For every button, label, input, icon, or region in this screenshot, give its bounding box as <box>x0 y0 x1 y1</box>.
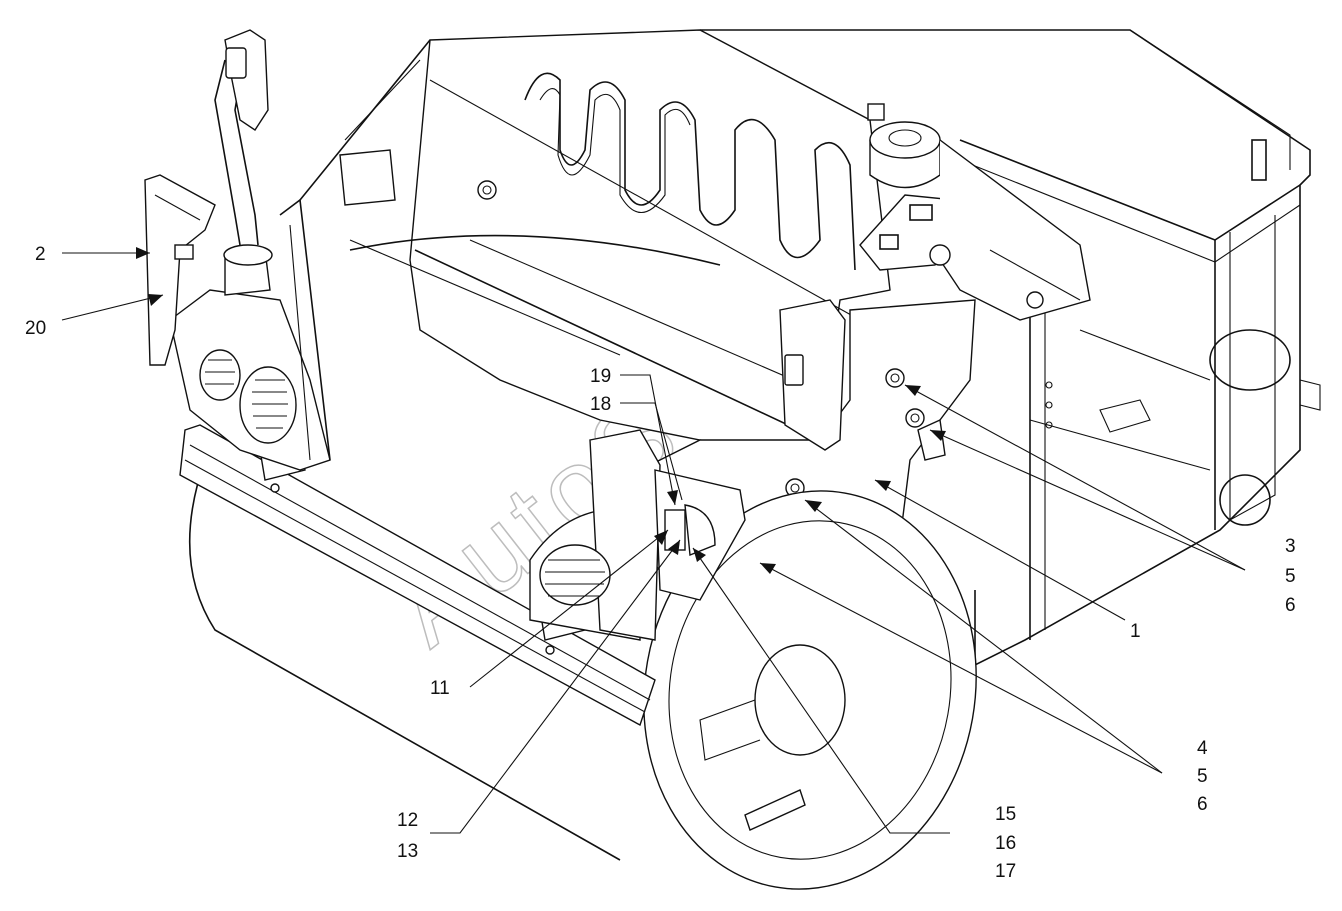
callout-6b: 6 <box>1197 794 1208 815</box>
callout-20: 20 <box>25 318 46 339</box>
joystick-lever <box>214 29 273 296</box>
right-mirror <box>779 299 846 451</box>
left-arm-frame <box>279 39 431 461</box>
left-light-panel <box>169 289 331 471</box>
callout-labels: 2 20 3 5 6 1 4 5 6 11 12 13 19 18 15 16 … <box>25 244 1296 882</box>
callout-6a: 6 <box>1285 595 1296 616</box>
callout-17: 17 <box>995 861 1016 882</box>
callout-4: 4 <box>1197 738 1208 759</box>
callout-18: 18 <box>590 394 611 415</box>
callout-1: 1 <box>1130 621 1141 642</box>
center-console <box>529 429 746 641</box>
callout-13: 13 <box>397 841 418 862</box>
left-bracket <box>144 174 216 366</box>
callout-12: 12 <box>397 810 418 831</box>
right-console <box>859 139 1091 321</box>
callout-5b: 5 <box>1197 766 1208 787</box>
fuel-cap <box>867 103 941 189</box>
callout-2: 2 <box>35 244 46 265</box>
callout-5a: 5 <box>1285 566 1296 587</box>
callout-16: 16 <box>995 833 1016 854</box>
roller-drum <box>188 234 977 890</box>
callout-11: 11 <box>430 678 450 699</box>
engine-hood <box>349 29 891 451</box>
callout-15: 15 <box>995 804 1016 825</box>
machine-frame <box>700 29 1321 667</box>
leader-lines <box>61 247 1246 834</box>
callout-19: 19 <box>590 366 611 387</box>
callout-3: 3 <box>1285 536 1296 557</box>
